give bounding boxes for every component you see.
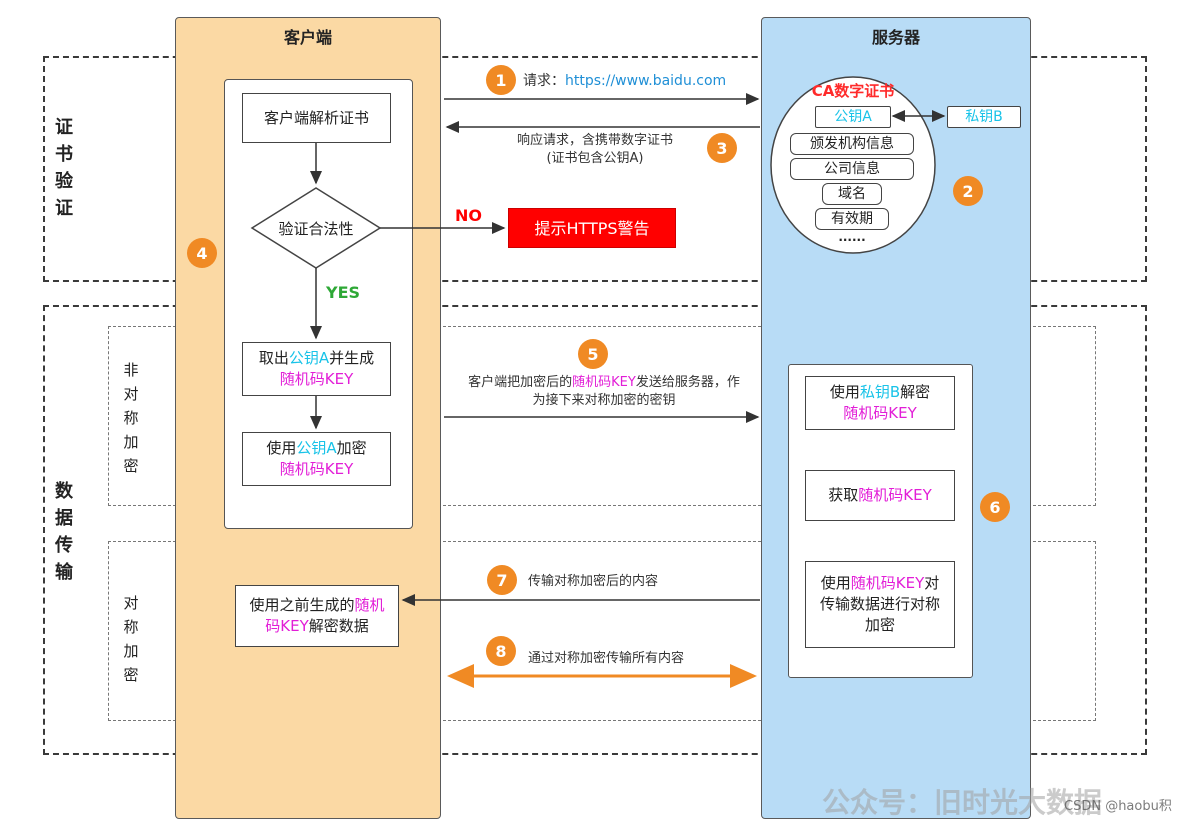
encrypt-data-box: 使用随机码KEY对传输数据进行对称加密 (805, 561, 955, 648)
step-1-badge: 1 (486, 65, 516, 95)
encrypt-key-box: 使用公钥A加密随机码KEY (242, 432, 391, 486)
cert-field-domain: 域名 (822, 183, 882, 205)
step-8-badge: 8 (486, 636, 516, 666)
cert-pubkey: 公钥A (815, 106, 891, 128)
step-3-badge: 3 (707, 133, 737, 163)
step-1-label: 请求：https://www.baidu.com (523, 73, 727, 89)
step-2-badge: 2 (953, 176, 983, 206)
step-7-badge: 7 (487, 565, 517, 595)
obtain-key-box: 获取随机码KEY (805, 470, 955, 521)
take-pubkey-box: 取出公钥A并生成随机码KEY (242, 342, 391, 396)
cert-field-validity: 有效期 (815, 208, 889, 230)
decrypt-key-box: 使用私钥B解密随机码KEY (805, 376, 955, 430)
step-7-label: 传输对称加密后的内容 (528, 574, 659, 589)
parse-cert-box: 客户端解析证书 (242, 93, 391, 143)
yes-label: YES (326, 283, 361, 302)
step-3-label: 响应请求，含携带数字证书(证书包含公钥A) (516, 133, 673, 166)
cert-more: ...... (838, 230, 866, 244)
validate-label: 验证合法性 (278, 220, 354, 238)
https-warning-box: 提示HTTPS警告 (508, 208, 676, 248)
cert-verify-label: 证书验证 (55, 117, 73, 219)
watermark-sub: CSDN @haobu积 (1064, 799, 1172, 814)
cert-verify-section (43, 56, 1147, 282)
watermark-main: 公众号：旧时光大数据 (822, 786, 1103, 819)
cert-field-issuer: 颁发机构信息 (790, 133, 914, 155)
asymmetric-label: 非对称加密 (123, 361, 139, 475)
no-label: NO (455, 206, 482, 225)
step-5-label: 客户端把加密后的随机码KEY发送给服务器，作为接下来对称加密的密钥 (468, 375, 740, 408)
symmetric-label: 对称加密 (123, 594, 139, 684)
server-title: 服务器 (871, 28, 920, 47)
data-transfer-section (43, 305, 1147, 755)
cert-field-company: 公司信息 (790, 158, 914, 180)
cert-title: CA数字证书 (811, 82, 895, 100)
step-8-label: 通过对称加密传输所有内容 (528, 651, 685, 666)
asymmetric-subsection (108, 326, 1096, 506)
step-5-badge: 5 (578, 339, 608, 369)
decrypt-data-box: 使用之前生成的随机码KEY解密数据 (235, 585, 399, 647)
cert-privkey: 私钥B (947, 106, 1021, 128)
step-6-badge: 6 (980, 492, 1010, 522)
step-4-badge: 4 (187, 238, 217, 268)
symmetric-subsection (108, 541, 1096, 721)
data-transfer-label: 数据传输 (55, 481, 73, 583)
client-title: 客户端 (283, 28, 332, 47)
